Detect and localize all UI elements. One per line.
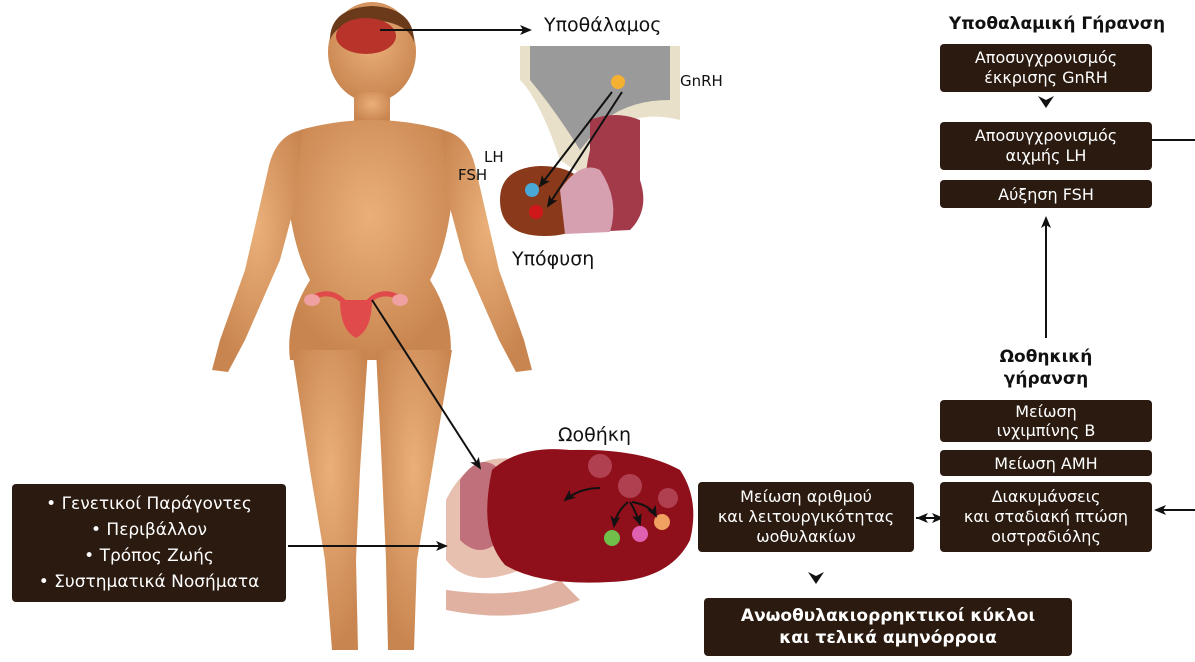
factor-environment: • Περιβάλλον	[91, 517, 207, 543]
factors-box: • Γενετικοί Παράγοντες • Περιβάλλον • Τρ…	[12, 484, 286, 602]
fsh-dot-icon	[525, 183, 539, 197]
ovary-illustration	[446, 449, 693, 615]
estradiol-box: Διακυμάνσεις και σταδιακή πτώση οιστραδι…	[940, 482, 1152, 552]
gnrh-dot-icon	[611, 75, 625, 89]
lh-label: LH	[484, 148, 504, 166]
pink-follicle-icon	[632, 526, 648, 542]
brain-icon	[336, 18, 396, 54]
hypothalamic-aging-title: Υποθαλαμική Γήρανση	[922, 14, 1192, 34]
fsh-label: FSH	[458, 166, 487, 184]
hypothalamus-label: Υποθάλαμος	[544, 14, 661, 36]
factor-lifestyle: • Τρόπος Ζωής	[84, 543, 214, 569]
follicle-decline-box: Μείωση αριθμού και λειτουργικότητας ωοθυ…	[698, 482, 914, 552]
inhibin-b-box: Μείωση ινχιμπίνης Β	[940, 400, 1152, 442]
fsh-increase-box: Αύξηση FSH	[940, 180, 1152, 208]
factor-genetic: • Γενετικοί Παράγοντες	[46, 491, 252, 517]
ovarian-aging-title: Ωοθηκική γήρανση	[940, 346, 1152, 390]
lh-dot-icon	[529, 205, 543, 219]
pituitary-label: Υπόφυση	[512, 248, 594, 270]
gnrh-desync-box: Αποσυγχρονισμός έκκρισης GnRH	[940, 44, 1152, 92]
lh-desync-box: Αποσυγχρονισμός αιχμής LH	[940, 122, 1152, 170]
ovary-label: Ωοθήκη	[558, 424, 631, 446]
pituitary-illustration	[500, 46, 680, 236]
amh-box: Μείωση AMH	[940, 450, 1152, 476]
chevron-down-icon	[1038, 96, 1054, 108]
green-follicle-icon	[604, 530, 620, 546]
gnrh-label: GnRH	[680, 72, 723, 90]
outcome-box: Ανωοθυλακιορρηκτικοί κύκλοι και τελικά α…	[704, 598, 1072, 656]
factor-systemic-diseases: • Συστηματικά Νοσήματα	[39, 569, 260, 595]
orange-follicle-icon	[654, 514, 670, 530]
chevron-down-icon	[808, 572, 824, 584]
